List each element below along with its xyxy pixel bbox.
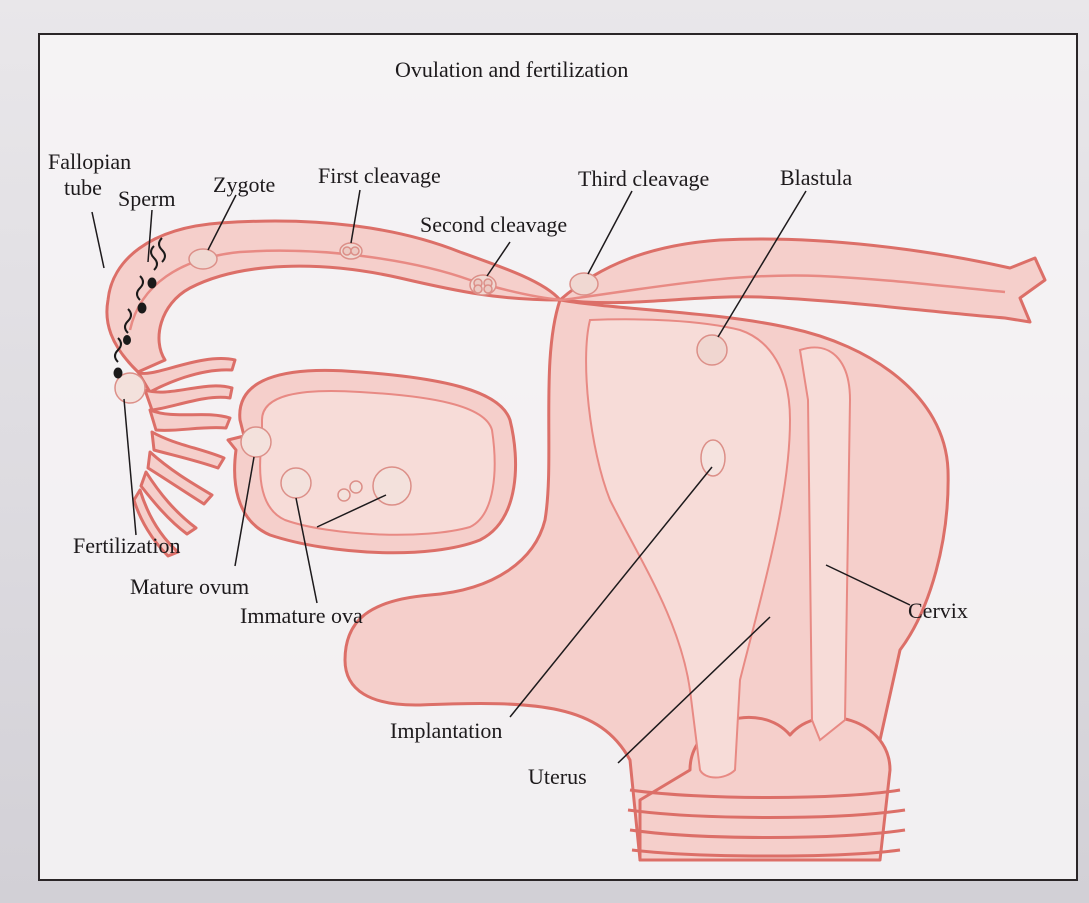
- label-fallopian-line2: tube: [64, 176, 102, 200]
- label-mature-ovum: Mature ovum: [130, 575, 249, 599]
- mature-ovum-cell: [241, 427, 271, 457]
- left-fallopian-tube: [107, 221, 560, 372]
- label-uterus: Uterus: [528, 765, 587, 789]
- label-second-cleavage: Second cleavage: [420, 213, 567, 237]
- label-blastula: Blastula: [780, 166, 852, 190]
- implanted-embryo: [701, 440, 725, 476]
- label-zygote: Zygote: [213, 173, 275, 197]
- label-fallopian-line1: Fallopian: [48, 150, 131, 174]
- immature-ovum-2: [338, 489, 350, 501]
- third-cleavage-cell: [570, 273, 598, 295]
- diagram-title: Ovulation and fertilization: [395, 58, 628, 82]
- label-first-cleavage: First cleavage: [318, 164, 441, 188]
- label-immature-ova: Immature ova: [240, 604, 363, 628]
- label-implantation: Implantation: [390, 719, 502, 743]
- ovary-inner: [260, 391, 495, 535]
- immature-ovum-3: [350, 481, 362, 493]
- label-sperm: Sperm: [118, 187, 175, 211]
- immature-ovum-1: [281, 468, 311, 498]
- leader-fallopian: [92, 212, 104, 268]
- label-third-cleavage: Third cleavage: [578, 167, 709, 191]
- leader-fertilization: [124, 399, 136, 535]
- blastula-cell: [697, 335, 727, 365]
- fimbriae: [134, 359, 235, 556]
- immature-ovum-4: [373, 467, 411, 505]
- label-cervix: Cervix: [908, 599, 968, 623]
- zygote-cell: [189, 249, 217, 269]
- label-fertilization: Fertilization: [73, 534, 181, 558]
